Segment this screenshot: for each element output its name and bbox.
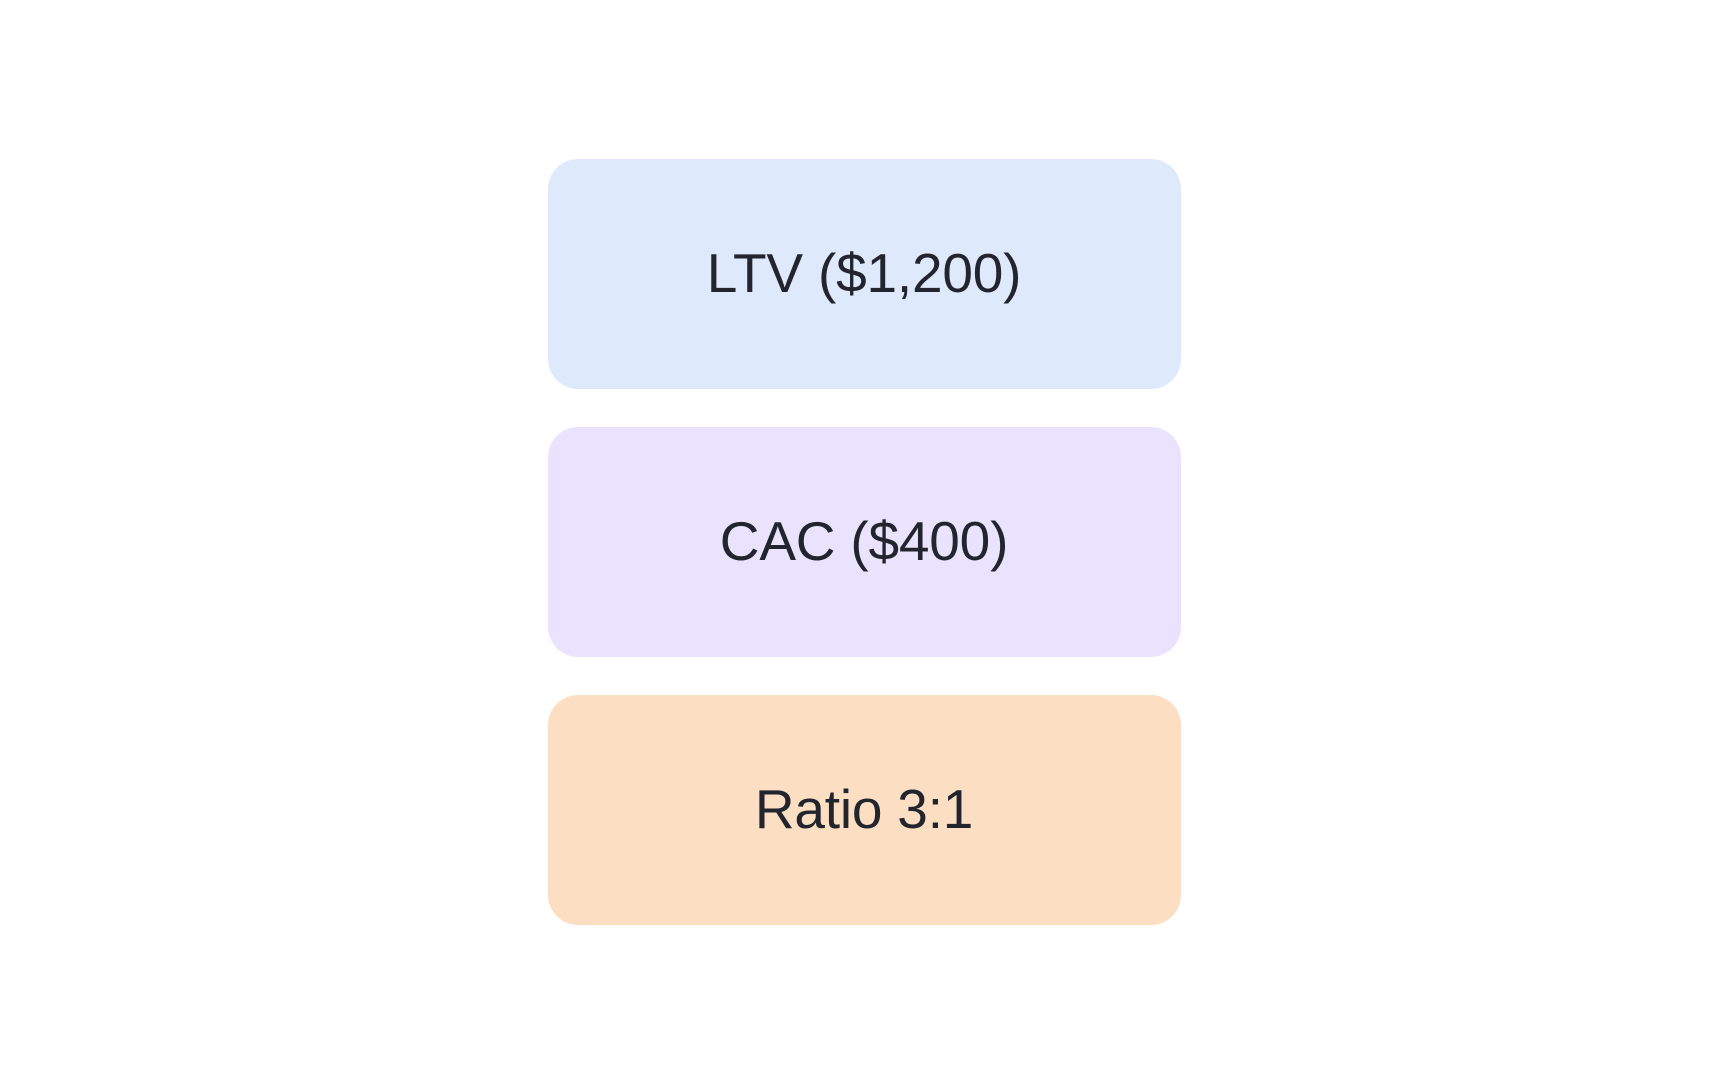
metric-box-ltv[interactable]: LTV ($1,200) — [547, 159, 1181, 389]
metric-box-stack: LTV ($1,200) CAC ($400) Ratio 3:1 — [0, 159, 1728, 925]
metric-box-ltv-label: LTV ($1,200) — [706, 242, 1022, 305]
metric-box-cac[interactable]: CAC ($400) — [547, 427, 1181, 657]
metric-box-ratio[interactable]: Ratio 3:1 — [547, 695, 1181, 925]
metric-box-cac-label: CAC ($400) — [719, 510, 1009, 573]
metric-box-ratio-label: Ratio 3:1 — [754, 778, 974, 841]
